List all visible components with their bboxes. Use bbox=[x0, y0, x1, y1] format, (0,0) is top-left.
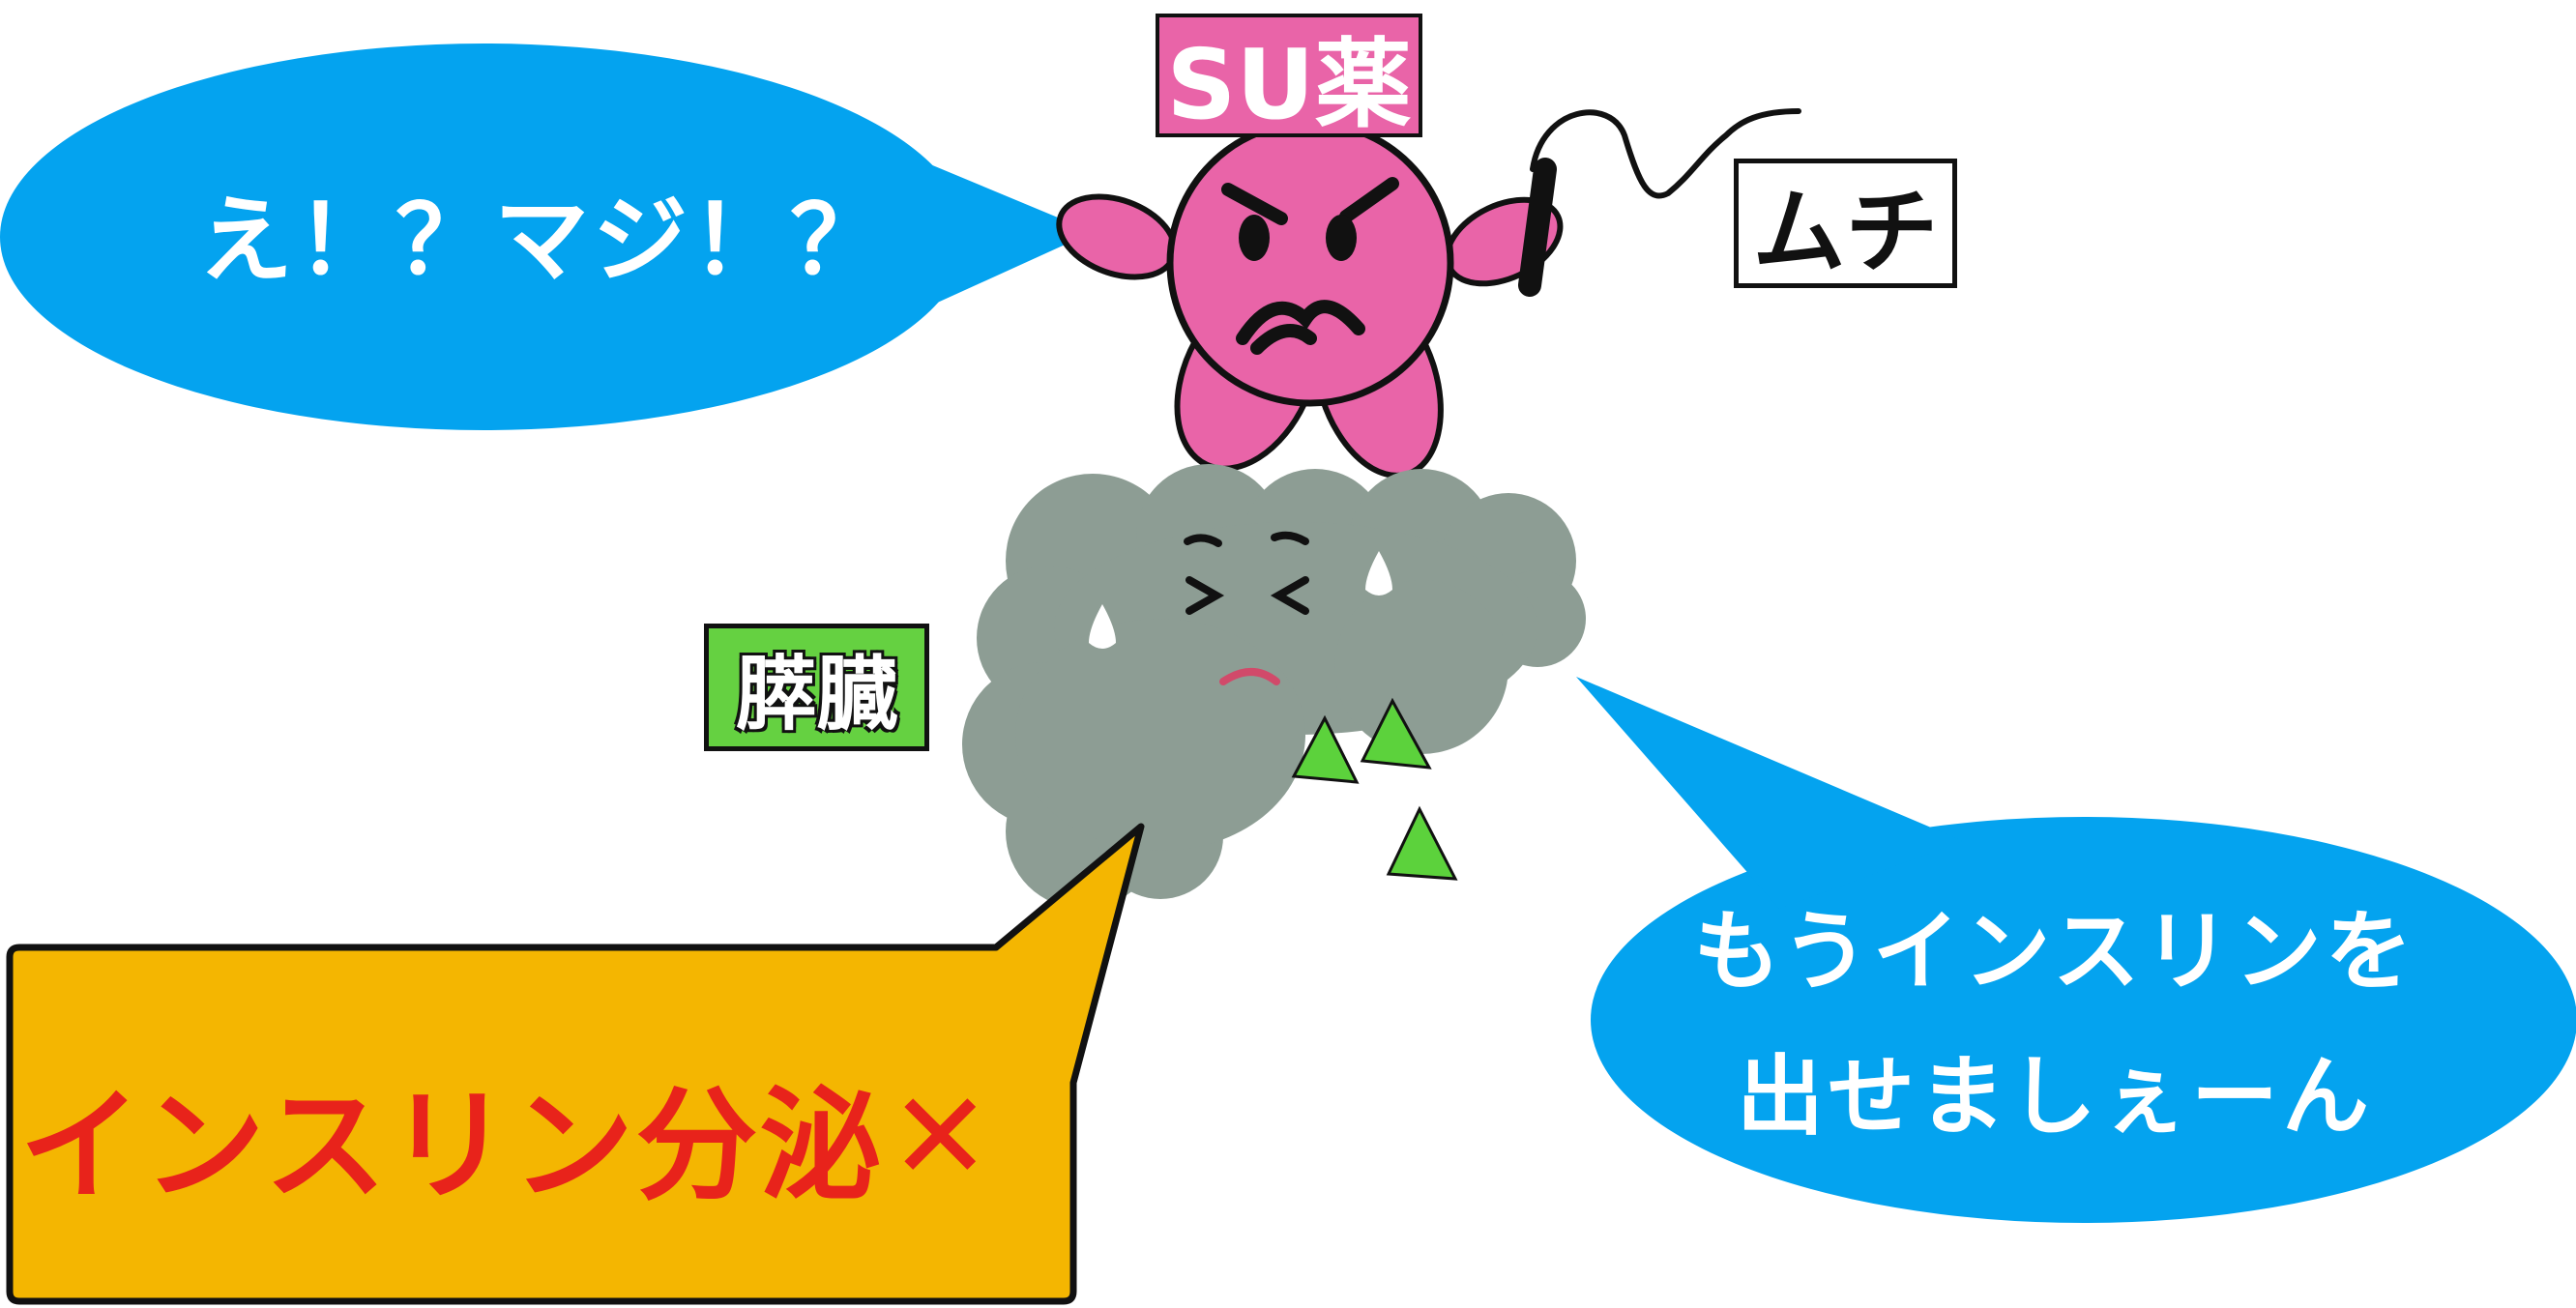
pancreas-speech-line-1: もうインスリンを bbox=[1693, 901, 2416, 1003]
cross-mark-icon: ✕ bbox=[889, 1064, 994, 1207]
pancreas-speech-bubble bbox=[1576, 677, 2576, 1223]
left-arm bbox=[1056, 193, 1178, 280]
su-drug-character bbox=[1056, 119, 1564, 479]
su-speech-text: え！？マジ！？ bbox=[198, 186, 890, 296]
whip-icon bbox=[1518, 108, 1801, 297]
sad-face-icon bbox=[1184, 531, 1309, 685]
angry-face-icon bbox=[1221, 177, 1399, 355]
su-speech-bubble bbox=[0, 44, 1093, 430]
whip-label: ムチ bbox=[1734, 159, 1957, 288]
pancreas-label: 膵臓 bbox=[704, 624, 929, 751]
sweat-drop-icon bbox=[1089, 551, 1392, 649]
su-body bbox=[1166, 119, 1454, 407]
pancreas-speech-line-2: 出せましぇーん bbox=[1737, 1046, 2373, 1148]
pancreas-speech-text: もうインスリンを 出せましぇーん bbox=[1605, 870, 2504, 1179]
insulin-secretion-text: インスリン分泌 ✕ bbox=[19, 1054, 1044, 1218]
pancreas-character bbox=[962, 464, 1586, 909]
insulin-secretion-label: インスリン分泌 bbox=[19, 1075, 884, 1217]
insulin-triangle-icon bbox=[1291, 697, 1458, 881]
insulin-callout-box bbox=[6, 823, 1145, 1305]
su-drug-label: SU薬 bbox=[1156, 14, 1422, 141]
